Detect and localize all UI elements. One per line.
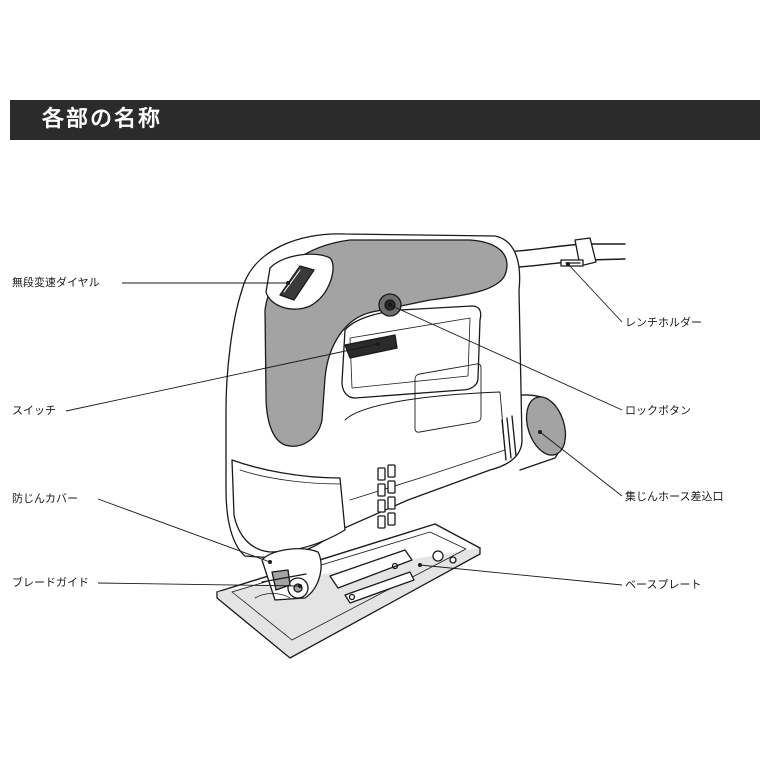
power-cord [504, 237, 626, 269]
speed-dial-shape [265, 253, 334, 310]
leader-switch [65, 343, 379, 412]
main-body-shape [225, 233, 523, 559]
leader-lock-button [389, 304, 623, 411]
label-base-plate: ベースプレート [625, 578, 702, 591]
label-dust-cover: 防じんカバー [12, 492, 78, 505]
leader-lines [65, 263, 623, 587]
label-switch: スイッチ [12, 404, 56, 417]
base-plate-shape [216, 523, 481, 659]
label-lock-button: ロックボタン [625, 404, 691, 417]
blade-guide-shape [254, 548, 322, 601]
label-dust-hose-port: 集じんホース差込口 [625, 490, 724, 503]
page-title: 各部の名称 [42, 107, 163, 132]
leader-dust-cover [97, 498, 271, 563]
vent-slots [377, 464, 396, 529]
title-bar: 各部の名称 [10, 100, 760, 140]
switch-shape [344, 334, 398, 359]
leader-dust-hose-port [539, 431, 623, 497]
leader-wrench-holder [567, 263, 623, 323]
label-blade-guide: ブレードガイド [12, 576, 89, 589]
label-wrench-holder: レンチホルダー [625, 316, 702, 329]
leader-dots [268, 262, 570, 588]
leader-base-plate [419, 564, 623, 586]
side-vent-lines [501, 415, 517, 461]
label-speed-dial: 無段変速ダイヤル [12, 276, 100, 289]
leader-blade-guide [97, 582, 301, 587]
